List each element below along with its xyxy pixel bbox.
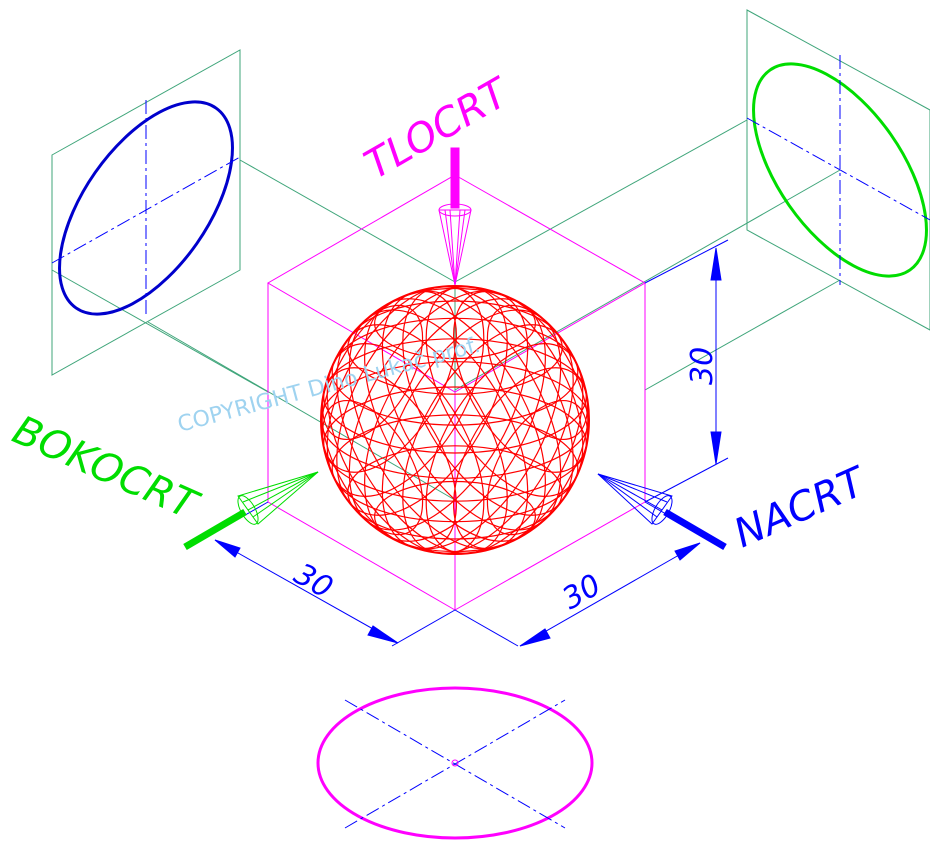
front-proj-line — [454, 119, 748, 283]
front-view-centerline — [746, 117, 930, 221]
front-view-projection — [746, 55, 930, 285]
side-view-circle — [58, 100, 234, 316]
width-dimension-value: 30 — [557, 568, 608, 617]
side-proj-line — [239, 159, 456, 283]
sphere-latitude-ring — [321, 367, 457, 550]
side-view-arrow — [183, 471, 319, 551]
sphere-meridian-ring — [347, 445, 563, 540]
arrowhead — [519, 628, 551, 647]
cube-edge — [454, 501, 646, 611]
sphere-longitude-ring — [402, 324, 574, 554]
side-view-label: BOKOCRT — [6, 407, 207, 530]
front-view-circle — [752, 62, 928, 278]
arrowhead — [367, 625, 399, 644]
top-view-centerline — [344, 699, 566, 829]
sphere-meridian-ring — [323, 386, 587, 502]
height-dimension-value: 30 — [685, 347, 720, 385]
sphere-meridian-ring — [347, 300, 563, 395]
arrow-shaft — [663, 508, 727, 551]
sphere-longitude-ring — [453, 367, 589, 550]
side-projection-plane — [51, 49, 241, 376]
depth-dimension-line — [214, 539, 399, 644]
width-extension-line — [454, 609, 519, 647]
front-projection-plane — [746, 9, 930, 331]
sphere-meridian-ring — [373, 480, 536, 553]
side-view-projection — [51, 100, 241, 318]
sphere-longitude-ring — [321, 290, 457, 473]
sphere-meridian-ring — [331, 317, 579, 426]
sphere-meridian-ring — [323, 338, 587, 454]
depth-extension-line — [391, 609, 456, 647]
arrow-shaft — [450, 147, 460, 209]
top-view-label: TLOCRT — [357, 68, 519, 188]
front-proj-line — [644, 279, 841, 391]
front-view-arrow — [597, 473, 727, 551]
front-proj-line — [454, 169, 841, 391]
top-view-circle — [316, 686, 594, 840]
top-view-arrow — [438, 147, 472, 286]
height-extension-line — [644, 457, 729, 503]
sphere-meridian-ring — [331, 414, 579, 523]
sphere-longitude-ring — [322, 304, 424, 441]
arrowhead — [710, 247, 722, 281]
front-view-label: NACRT — [727, 458, 875, 557]
cube-edge — [267, 501, 456, 611]
width-dimension-line — [519, 542, 701, 647]
height-extension-line — [644, 239, 729, 284]
arrow-shaft — [183, 508, 247, 551]
depth-dimension-value: 30 — [288, 557, 339, 606]
top-view-projection — [316, 686, 594, 840]
sphere-meridian-ring — [320, 361, 590, 479]
side-view-centerline — [51, 156, 241, 264]
sphere-wireframe — [320, 285, 590, 555]
top-view-center-mark — [451, 759, 459, 767]
sphere-latitude-ring — [453, 290, 589, 473]
arrowhead — [214, 539, 241, 558]
dimension-lines — [204, 239, 729, 647]
arrow-cone — [438, 209, 472, 286]
side-proj-line — [51, 269, 269, 393]
arrowhead — [674, 542, 701, 561]
sphere-longitude-ring — [486, 399, 588, 536]
sphere-meridian-ring — [373, 287, 536, 360]
arrowhead — [710, 431, 722, 465]
